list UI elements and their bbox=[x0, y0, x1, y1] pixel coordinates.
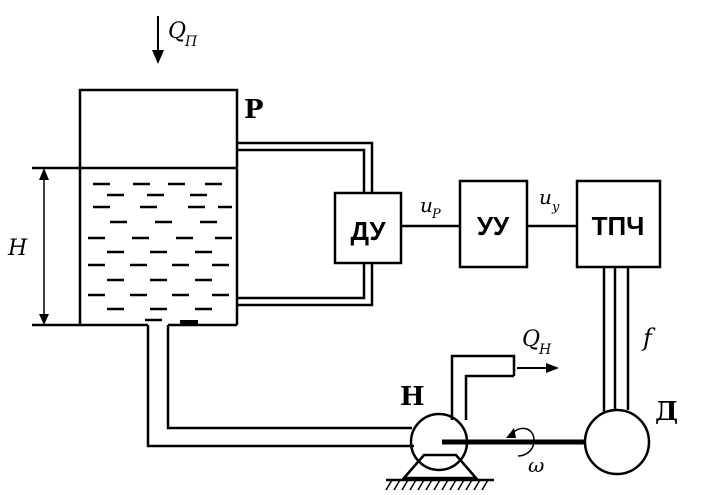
sensor-block bbox=[333, 191, 403, 265]
tank bbox=[32, 88, 239, 327]
converter-block-label: ТПЧ bbox=[592, 211, 645, 241]
motor-label: Д bbox=[655, 397, 678, 427]
sensor-block-label: ДУ bbox=[350, 216, 386, 246]
discharge-pipe bbox=[450, 354, 516, 420]
controller-block bbox=[458, 179, 529, 269]
level-dimension bbox=[39, 168, 49, 325]
outflow-label: Q bbox=[522, 327, 540, 352]
inflow-label: Q bbox=[168, 19, 186, 44]
freq-label: f bbox=[641, 324, 656, 352]
signal-u-p: u bbox=[420, 193, 433, 217]
suction-pipe bbox=[146, 325, 414, 448]
motor bbox=[583, 408, 651, 476]
signal-u-p-sub: Р bbox=[431, 207, 441, 222]
tank-label: Р bbox=[244, 95, 264, 125]
converter-block bbox=[575, 179, 662, 269]
pump bbox=[385, 412, 494, 491]
outflow-arrow bbox=[517, 363, 559, 373]
level-label: H bbox=[7, 236, 28, 261]
controller-block-label: УУ bbox=[477, 211, 510, 241]
rotation-arrow bbox=[506, 427, 535, 457]
inflow-arrow bbox=[152, 16, 164, 64]
signal-u-y-sub: у bbox=[551, 200, 560, 215]
inflow-label-sub: П bbox=[184, 34, 198, 50]
motor-cable bbox=[602, 267, 630, 412]
signal-u-y: u bbox=[539, 185, 552, 209]
omega-label: ω bbox=[528, 453, 544, 477]
tank-liquid bbox=[88, 182, 232, 325]
pump-label: Н bbox=[400, 382, 425, 412]
sensor-tubes bbox=[235, 141, 374, 307]
outflow-label-sub: Н bbox=[538, 342, 552, 358]
